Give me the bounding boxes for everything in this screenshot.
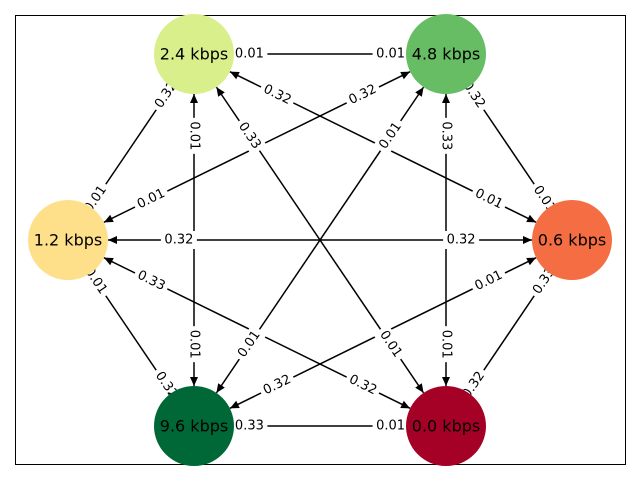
edge-n24-n06-arrow-from [229,71,240,80]
node-n24-circle [154,14,234,94]
edge-n48-n00-label-from-background [437,117,455,154]
edge-n48-n96-arrow-from [415,87,424,97]
node-n96-label: 9.6 kbps [160,417,228,436]
plot-frame [15,15,626,465]
edge-n12-n06-label-from-group: 0.32 [160,231,197,249]
edge-n48-n00-arrow-from [442,94,450,103]
edge-n24-n96-label-from: 0.01 [187,121,202,150]
edge-n24-n00-label-to-group: 0.01 [373,324,409,365]
edge-n48-n96-label-from-background [373,115,409,156]
edge-n96-n06-label-to-background [468,264,509,297]
node-n48-circle [406,14,486,94]
edge-n24-n06-label-to-group: 0.01 [468,183,509,216]
edge-n24-n96-label-to-background [185,326,203,363]
node-n06: 0.6 kbps [532,200,612,280]
edge-n96-n00-label-from-group: 0.33 [231,417,268,435]
edge-n24-n06-arrow-to [526,214,537,223]
edge-n24-n48-label-to-group: 0.01 [372,45,409,63]
edge-n24-n00-label-from-background [231,115,267,156]
edge-n24-n06-label-to-background [468,183,509,216]
edge-n48-n00-label-to: 0.01 [439,330,454,359]
edge-n24-n48-label-from: 0.01 [235,47,264,62]
edge-n48-n00-label-to-group: 0.01 [437,326,455,363]
edge-n24-n00-label-to-background [373,324,409,365]
edge-n24-n06-label-from-group: 0.32 [257,78,298,111]
edge-n24-n96-arrow-from [190,94,198,103]
edge-n96-n06-label-to-group: 0.01 [468,264,509,297]
edge-n24-n96-label-to-group: 0.01 [185,326,203,363]
edge-n12-n06-label-to-group: 0.32 [443,231,480,249]
node-n24: 2.4 kbps [154,14,234,94]
edge-n24-n48-label-from-background [231,45,268,63]
edge-n12-n00-label-from-group: 0.33 [131,264,172,297]
edge-n12-n00-label-to-group: 0.32 [342,369,383,402]
edge-n12-n06-arrow-to [523,236,532,244]
node-n06-label: 0.6 kbps [538,231,606,250]
edge-n24-n96-label-from-background [185,117,203,154]
edge-n48-n96-label-to-group: 0.01 [231,324,267,365]
edge-n12-n48-label-from-group: 0.01 [131,183,172,216]
edge-n48-n00-label-from-group: 0.33 [437,117,455,154]
node-n00-label: 0.0 kbps [412,417,480,436]
node-n12-circle [28,200,108,280]
edge-n12-n06-label-from-background [160,231,197,249]
nodes-layer: 2.4 kbps 4.8 kbps 1.2 kbps 0.6 kbps 9.6 kbps… [28,14,612,466]
node-n06-circle [532,200,612,280]
edge-n12-n00-label-to-background [342,369,383,402]
edge-n24-n48-label-to: 0.01 [376,47,405,62]
edge-n48-n00-label-from: 0.33 [439,121,454,150]
edge-n96-n00-label-to-group: 0.01 [372,417,409,435]
edge-n48-n96-arrow-to [216,383,225,393]
edge-n12-n06-label-from: 0.32 [164,233,193,248]
edge-n12-n48-arrow-to [400,71,411,80]
edge-n12-n48-label-to-group: 0.32 [342,78,383,111]
edge-n96-n00-label-from-background [231,417,268,435]
edge-n48-n00-arrow-to [442,377,450,386]
node-n96: 9.6 kbps [154,386,234,466]
edge-n12-n00-arrow-from [103,257,114,266]
node-n12: 1.2 kbps [28,200,108,280]
node-n00: 0.0 kbps [406,386,486,466]
node-n12-label: 1.2 kbps [34,231,102,250]
edge-n12-n06-arrow-from [108,236,117,244]
edge-n12-n06-label-to: 0.32 [447,233,476,248]
edge-n12-n48-label-from-background [131,183,172,216]
edge-n12-n48-label-to-background [342,78,383,111]
edge-n12-n00-label-from-background [131,264,172,297]
edge-labels-layer: 0.01 0.01 0.01 0.32 0.32 0.01 0.32 0.32 0.33 0.01… [78,45,562,435]
edge-n24-n00-label-from-group: 0.33 [231,115,267,156]
edge-n48-n00-label-to-background [437,326,455,363]
edge-n96-n06-arrow-to [526,257,537,266]
node-n24-label: 2.4 kbps [160,45,228,64]
edge-n24-n00-arrow-to [415,383,424,393]
edge-n12-n48-arrow-from [103,214,114,223]
edge-n96-n00-label-to-background [372,417,409,435]
edge-n96-n00-label-to: 0.01 [376,419,405,434]
edge-n24-n48-label-from-group: 0.01 [231,45,268,63]
edge-n48-n96-label-from-group: 0.01 [373,115,409,156]
edge-n12-n00-arrow-to [400,400,411,409]
edge-n12-n06-label-to-background [443,231,480,249]
edge-n24-n96-arrow-to [190,377,198,386]
node-n48-label: 4.8 kbps [412,45,480,64]
edge-n24-n96-label-from-group: 0.01 [185,117,203,154]
edge-n96-n06-label-from-background [257,369,298,402]
edge-n48-n96-label-to-background [231,324,267,365]
edge-n96-n00-label-from: 0.33 [235,419,264,434]
edge-n24-n48-label-to-background [372,45,409,63]
node-n48: 4.8 kbps [406,14,486,94]
edge-n24-n06-label-from-background [257,78,298,111]
edge-n96-n06-label-from-group: 0.32 [257,369,298,402]
edge-n24-n96-label-to: 0.01 [187,330,202,359]
edge-n24-n00-arrow-from [216,87,225,97]
node-n00-circle [406,386,486,466]
edge-n96-n06-arrow-from [229,400,240,409]
node-n96-circle [154,386,234,466]
